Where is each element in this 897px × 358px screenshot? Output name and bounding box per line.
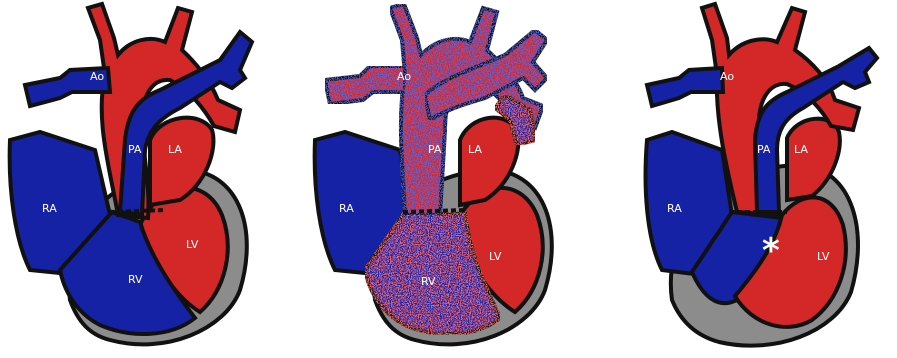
label-ao: Ao [397,70,411,83]
label-ra: RA [339,202,354,215]
label-la: LA [468,143,482,156]
left-branch-mixed [325,66,405,104]
label-la: LA [794,143,808,156]
defect-marker: * [762,231,780,271]
label-pa: PA [128,143,142,156]
brachiocephalic-vein [647,68,723,106]
label-pa: PA [757,143,771,156]
label-la: LA [168,143,182,156]
label-ao: Ao [90,70,104,83]
label-ra: RA [667,202,682,215]
label-ao: Ao [720,70,734,83]
label-rv: RV [128,273,143,286]
heart-panel-normal: Ao PA LA RA LV RV [0,0,290,358]
label-ra: RA [42,202,57,215]
label-lv: LV [817,250,830,263]
label-pa: PA [428,143,442,156]
label-rv: RV [421,275,436,288]
heart-panel-vsd: Ao PA LA RA LV * [607,0,897,358]
label-lv: LV [186,238,199,251]
heart-panel-mixed: Ao PA LA RA LV RV [305,0,595,358]
label-lv: LV [489,250,502,263]
